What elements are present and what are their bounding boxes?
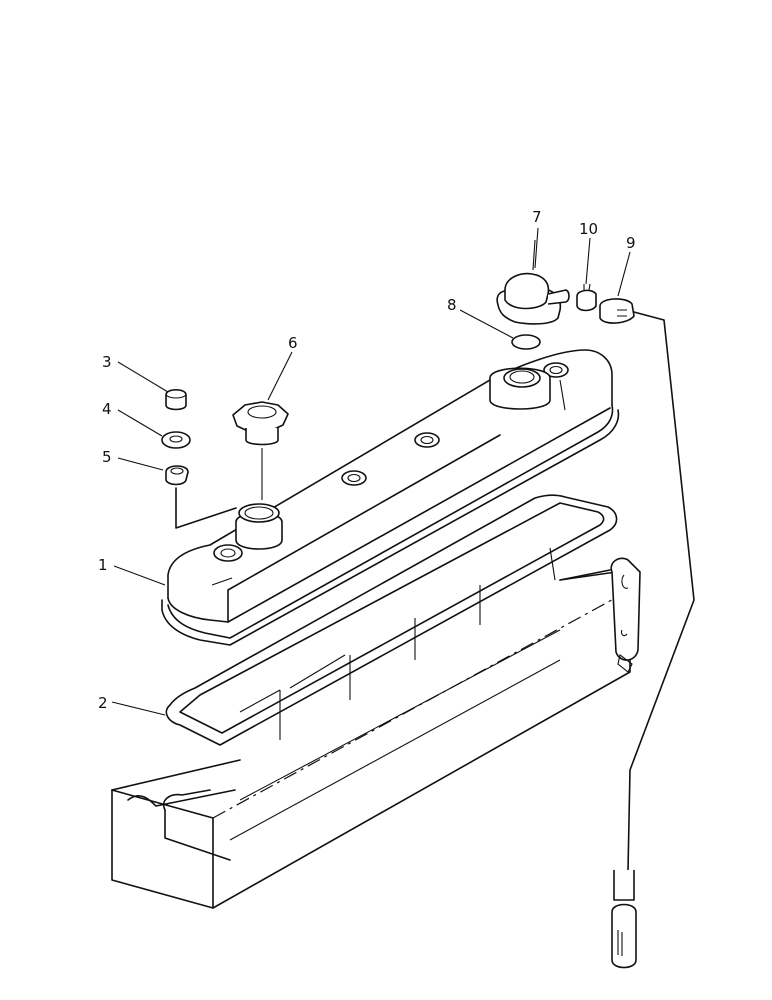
hose-clamp <box>576 283 597 312</box>
leader-6 <box>267 351 293 401</box>
washer <box>161 431 191 449</box>
leader-5 <box>117 457 164 471</box>
leader-10 <box>585 237 591 285</box>
leader-9 <box>617 251 631 297</box>
valve-cover <box>161 349 620 646</box>
callout-1: 1 <box>98 556 108 574</box>
oil-filler-cap <box>232 401 289 500</box>
breather-body <box>496 239 570 325</box>
assembly-path-line <box>175 487 237 529</box>
callout-5: 5 <box>102 448 112 466</box>
o-ring <box>511 334 541 350</box>
callout-10: 10 <box>579 220 598 238</box>
callout-4: 4 <box>102 400 112 418</box>
callout-9: 9 <box>626 234 636 252</box>
callout-8: 8 <box>447 296 457 314</box>
lifting-bracket <box>610 557 641 673</box>
gasket <box>165 494 618 746</box>
leader-7 <box>534 227 539 269</box>
leader-3 <box>117 361 169 393</box>
callout-6: 6 <box>288 334 298 352</box>
leader-lines <box>111 227 631 716</box>
breather-hose <box>599 298 695 969</box>
leader-2 <box>111 701 166 716</box>
callout-2: 2 <box>98 694 108 712</box>
callout-7: 7 <box>532 208 542 226</box>
seal <box>165 465 189 486</box>
leader-4 <box>117 409 163 437</box>
leader-8 <box>459 309 514 339</box>
plug <box>165 388 187 411</box>
cylinder-head-block <box>111 569 631 909</box>
callout-3: 3 <box>102 353 112 371</box>
leader-1 <box>113 565 166 586</box>
